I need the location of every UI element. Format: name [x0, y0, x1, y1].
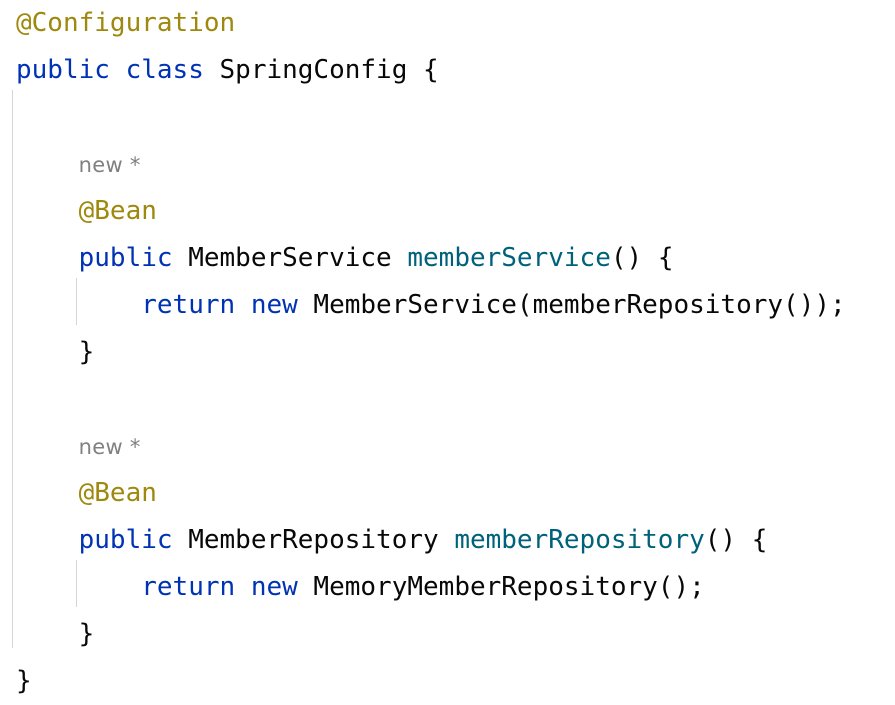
line-configuration-annotation[interactable]: @Configuration — [0, 0, 895, 47]
line-member-repository-signature[interactable]: public MemberRepository memberRepository… — [0, 517, 895, 564]
token-plain — [235, 290, 251, 320]
token-plain: () { — [704, 525, 768, 555]
line-indent — [16, 619, 79, 649]
token-plain: } — [78, 619, 95, 649]
token-plain: () { — [610, 243, 674, 273]
line-indent — [16, 196, 79, 226]
token-plain: MemberService — [172, 243, 408, 273]
token-plain — [110, 55, 126, 85]
token-plain: MemberRepository — [172, 525, 455, 555]
line-inlay-hint-new-1[interactable]: new * — [0, 141, 895, 188]
token-plain: MemberService(memberRepository()); — [297, 290, 846, 320]
line-member-service-return[interactable]: return new MemberService(memberRepositor… — [0, 282, 895, 329]
token-keyword: return — [141, 572, 236, 602]
token-plain: } — [78, 337, 95, 367]
line-bean-annotation-2[interactable]: @Bean — [0, 470, 895, 517]
token-annotation: @Bean — [78, 196, 157, 226]
line-member-repository-close-brace[interactable]: } — [0, 611, 895, 658]
line-bean-annotation-1[interactable]: @Bean — [0, 188, 895, 235]
line-indent — [16, 572, 141, 602]
line-blank-2[interactable] — [0, 376, 895, 423]
token-inlay: new * — [78, 153, 141, 177]
token-keyword: new — [250, 572, 298, 602]
line-inlay-hint-new-2[interactable]: new * — [0, 423, 895, 470]
line-indent — [16, 431, 79, 461]
token-annotation: @Configuration — [16, 8, 236, 38]
token-plain: } — [16, 666, 32, 696]
token-keyword: new — [250, 290, 298, 320]
line-indent — [16, 337, 79, 367]
token-plain: SpringConfig { — [203, 55, 439, 85]
token-keyword: return — [141, 290, 236, 320]
line-class-declaration[interactable]: public class SpringConfig { — [0, 47, 895, 94]
token-keyword: class — [125, 55, 204, 85]
line-member-service-close-brace[interactable]: } — [0, 329, 895, 376]
token-method: memberService — [407, 243, 611, 273]
line-class-close-brace[interactable]: } — [0, 658, 895, 705]
line-member-repository-return[interactable]: return new MemoryMemberRepository(); — [0, 564, 895, 611]
line-indent — [16, 478, 79, 508]
token-plain — [235, 572, 251, 602]
line-indent — [16, 149, 79, 179]
token-keyword: public — [16, 55, 110, 85]
token-inlay: new * — [78, 435, 141, 459]
line-indent — [16, 525, 79, 555]
token-plain: MemoryMemberRepository(); — [297, 572, 705, 602]
token-keyword: public — [78, 243, 173, 273]
token-keyword: public — [78, 525, 173, 555]
token-method: memberRepository — [454, 525, 705, 555]
line-blank-1[interactable] — [0, 94, 895, 141]
line-member-service-signature[interactable]: public MemberService memberService() { — [0, 235, 895, 282]
token-annotation: @Bean — [78, 478, 157, 508]
line-indent — [16, 243, 79, 273]
line-indent — [16, 290, 141, 320]
